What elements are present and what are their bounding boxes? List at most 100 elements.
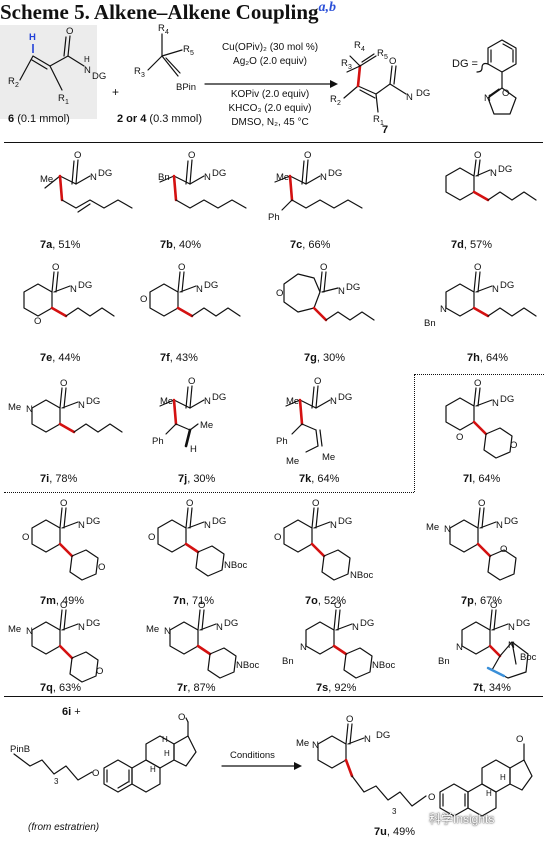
svg-text:DG: DG (376, 730, 390, 741)
svg-text:DG: DG (498, 164, 512, 175)
svg-text:O: O (148, 532, 155, 543)
svg-text:N: N (164, 626, 171, 637)
svg-text:N: N (456, 642, 463, 653)
svg-text:NBoc: NBoc (372, 660, 395, 671)
svg-text:O: O (346, 714, 353, 725)
svg-text:O: O (52, 262, 59, 273)
svg-text:N: N (364, 734, 371, 745)
label-7m: 7m, 49% (40, 595, 85, 607)
svg-text:NBoc: NBoc (236, 660, 259, 671)
svg-text:DG: DG (86, 618, 100, 629)
dotted-divider-vertical (414, 374, 415, 492)
atom-r2: R (330, 94, 337, 105)
label-7t: 7t, 34% (473, 682, 511, 694)
svg-text:O: O (98, 562, 105, 573)
svg-text:O: O (96, 666, 103, 677)
atom-o: O (389, 56, 396, 67)
svg-text:N: N (440, 304, 447, 315)
atom-r5: R (377, 48, 384, 59)
arrow-conditions (221, 762, 302, 770)
conditions-above: Cu(OPiv)₂ (30 mol %) Ag₂O (2.0 equiv) (221, 42, 319, 67)
svg-text:O: O (60, 600, 67, 611)
svg-text:N: N (444, 524, 451, 535)
svg-text:N: N (78, 622, 85, 633)
atom-o: O (66, 26, 73, 37)
svg-text:Me: Me (286, 456, 299, 467)
svg-text:N: N (204, 172, 211, 183)
svg-text:N: N (204, 396, 211, 407)
svg-text:O: O (312, 498, 319, 509)
svg-text:2: 2 (337, 100, 341, 107)
svg-text:N: N (492, 284, 499, 295)
label-7q: 7q, 63% (40, 682, 81, 694)
svg-text:4: 4 (165, 29, 169, 36)
svg-text:O: O (60, 498, 67, 509)
svg-text:O: O (490, 600, 497, 611)
atom-r3: R (341, 58, 348, 69)
svg-text:4: 4 (361, 46, 365, 53)
label-7u: 7u, 49% (374, 826, 415, 838)
atom-r1: R (373, 114, 380, 125)
svg-text:1: 1 (65, 99, 69, 106)
svg-text:DG: DG (338, 516, 352, 527)
label-7l: 7l, 64% (463, 473, 501, 485)
svg-text:O: O (474, 262, 481, 273)
svg-text:DG: DG (86, 396, 100, 407)
svg-text:PinB: PinB (10, 744, 30, 755)
reagent-6-label: 6 (0.1 mmol) (8, 113, 70, 125)
svg-text:N: N (330, 396, 337, 407)
label-from-estratrien: (from estratrien) (28, 822, 100, 833)
svg-text:NBoc: NBoc (350, 570, 373, 581)
svg-text:Me: Me (146, 624, 159, 635)
svg-text:O: O (92, 768, 99, 779)
svg-text:DG: DG (212, 168, 226, 179)
svg-text:Ph: Ph (152, 436, 164, 447)
atom-r3: R (134, 66, 141, 77)
svg-text:N: N (490, 168, 497, 179)
svg-text:DG: DG (86, 516, 100, 527)
dotted-divider-upper (414, 374, 544, 375)
svg-text:O: O (478, 498, 485, 509)
label-7k: 7k, 64% (299, 473, 340, 485)
label-7j: 7j, 30% (178, 473, 216, 485)
plus-sign: + (112, 85, 120, 99)
atom-r5: R (183, 44, 190, 55)
svg-text:DG: DG (224, 618, 238, 629)
label-7c: 7c, 66% (290, 239, 331, 251)
svg-text:O: O (314, 376, 321, 387)
svg-text:O: O (510, 440, 517, 451)
atom-o: O (502, 88, 509, 99)
label-7i: 7i, 78% (40, 473, 78, 485)
svg-text:O: O (178, 262, 185, 273)
svg-text:Bn: Bn (438, 656, 450, 667)
svg-text:Me: Me (8, 402, 21, 413)
svg-text:H: H (190, 444, 197, 455)
svg-text:Ph: Ph (276, 436, 288, 447)
svg-text:N: N (90, 172, 97, 183)
svg-text:3: 3 (141, 72, 145, 79)
svg-text:H: H (486, 789, 492, 798)
divider-bottom (4, 696, 543, 697)
svg-text:O: O (334, 600, 341, 611)
svg-text:N: N (78, 520, 85, 531)
watermark: 科学Insights (429, 812, 495, 826)
svg-text:DG: DG (504, 516, 518, 527)
dg-definition-box (0, 25, 97, 119)
svg-text:1: 1 (380, 120, 384, 127)
arrow-label-conditions: Conditions (230, 750, 275, 761)
title-footnote: a,b (318, 0, 337, 15)
svg-text:5: 5 (190, 50, 194, 57)
svg-text:Bn: Bn (158, 172, 170, 183)
conditions-below: KOPiv (2.0 equiv) KHCO₃ (2.0 equiv) DMSO… (228, 89, 312, 128)
svg-text:O: O (186, 498, 193, 509)
svg-text:Me: Me (296, 738, 309, 749)
